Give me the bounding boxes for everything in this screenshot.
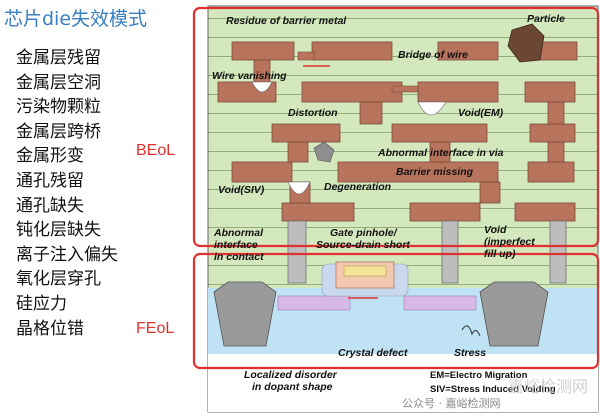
failure-mode-item: 通孔残留 bbox=[16, 170, 84, 191]
label-abnormal-via: Abnormal interface in via bbox=[377, 147, 504, 159]
metal-layer-5 bbox=[281, 202, 576, 222]
failure-mode-item: 金属层跨桥 bbox=[16, 121, 101, 142]
failure-mode-item: 氧化层穿孔 bbox=[16, 269, 101, 290]
substrate-bottom bbox=[208, 354, 598, 412]
label-distortion: Distortion bbox=[288, 107, 338, 119]
failure-mode-item: 离子注入偏失 bbox=[16, 244, 118, 265]
watermark-brand: 嘉峪检测网 bbox=[508, 377, 588, 396]
failure-mode-item: 金属层残留 bbox=[16, 48, 101, 68]
diagram-title: 芯片die失效模式 bbox=[4, 8, 148, 30]
label-abnormal-contact-3: in contact bbox=[214, 251, 264, 263]
label-residue: Residue of barrier metal bbox=[226, 15, 347, 27]
watermark-account: 公众号 · 嘉峪检测网 bbox=[402, 396, 501, 410]
failure-mode-item: 晶格位错 bbox=[16, 318, 84, 339]
legend-em: EM=Electro Migration bbox=[430, 370, 528, 381]
contact-plugs bbox=[287, 220, 567, 284]
failure-mode-item: 钝化层缺失 bbox=[16, 220, 101, 241]
label-bridge: Bridge of wire bbox=[398, 49, 468, 61]
source-region bbox=[277, 295, 351, 311]
label-void-em: Void(EM) bbox=[458, 107, 504, 119]
shallow-trench-isolation-left bbox=[213, 281, 277, 347]
feol-structures bbox=[213, 261, 549, 347]
beol-label: BEoL bbox=[136, 142, 176, 159]
legend-siv: SIV=Stress Induced Voiding bbox=[430, 384, 556, 395]
label-void-imperfect-2: (imperfect bbox=[484, 236, 535, 248]
wire-vanishing-void bbox=[251, 81, 273, 93]
label-crystal-defect: Crystal defect bbox=[338, 347, 408, 359]
failure-mode-item: 通孔缺失 bbox=[16, 195, 84, 216]
metal-layer-4 bbox=[231, 161, 575, 183]
wire-bridge bbox=[391, 85, 419, 93]
drain-region bbox=[403, 295, 477, 311]
failure-mode-item: 金属层空洞 bbox=[16, 72, 101, 93]
label-void-siv: Void(SIV) bbox=[218, 184, 265, 196]
beol-frame bbox=[192, 6, 600, 248]
metal-layer-1 bbox=[231, 41, 578, 61]
label-gate-pinhole-1: Gate pinhole/ bbox=[330, 227, 398, 239]
failure-mode-item: 金属形变 bbox=[16, 146, 84, 167]
label-abnormal-contact-2: interface bbox=[214, 239, 258, 251]
label-particle: Particle bbox=[527, 13, 565, 25]
label-wire-vanishing: Wire vanishing bbox=[212, 70, 287, 82]
shallow-trench-isolation-right bbox=[479, 281, 549, 347]
feol-frame bbox=[192, 252, 600, 370]
failure-mode-item: 硅应力 bbox=[16, 293, 67, 314]
gate-silicide bbox=[343, 265, 387, 277]
barrier-residue bbox=[297, 51, 315, 61]
metal-layer-3 bbox=[271, 123, 576, 143]
stress-crack bbox=[461, 325, 481, 337]
label-gate-pinhole-2: Source-drain short bbox=[316, 239, 410, 251]
failure-mode-item: 污染物颗粒 bbox=[16, 97, 101, 118]
em-void bbox=[417, 101, 447, 116]
label-localized-2: in dopant shape bbox=[252, 381, 333, 393]
label-abnormal-contact-1: Abnormal bbox=[213, 227, 264, 239]
label-void-imperfect-3: fill up) bbox=[484, 248, 516, 260]
label-stress: Stress bbox=[454, 347, 486, 359]
metal-layer-2 bbox=[217, 81, 576, 103]
failure-mode-list: 金属层残留 金属层空洞 污染物颗粒 金属层跨桥 金属形变 通孔残留 通孔缺失 钝… bbox=[16, 46, 166, 341]
label-localized-1: Localized disorder bbox=[244, 369, 338, 381]
feol-label: FEoL bbox=[136, 320, 175, 337]
siv-void bbox=[287, 181, 311, 195]
degeneration-shape bbox=[313, 141, 335, 163]
label-degeneration: Degeneration bbox=[324, 181, 391, 193]
particle-shape bbox=[507, 23, 545, 63]
label-void-imperfect-1: Void bbox=[484, 224, 507, 236]
label-barrier-missing: Barrier missing bbox=[396, 166, 474, 178]
